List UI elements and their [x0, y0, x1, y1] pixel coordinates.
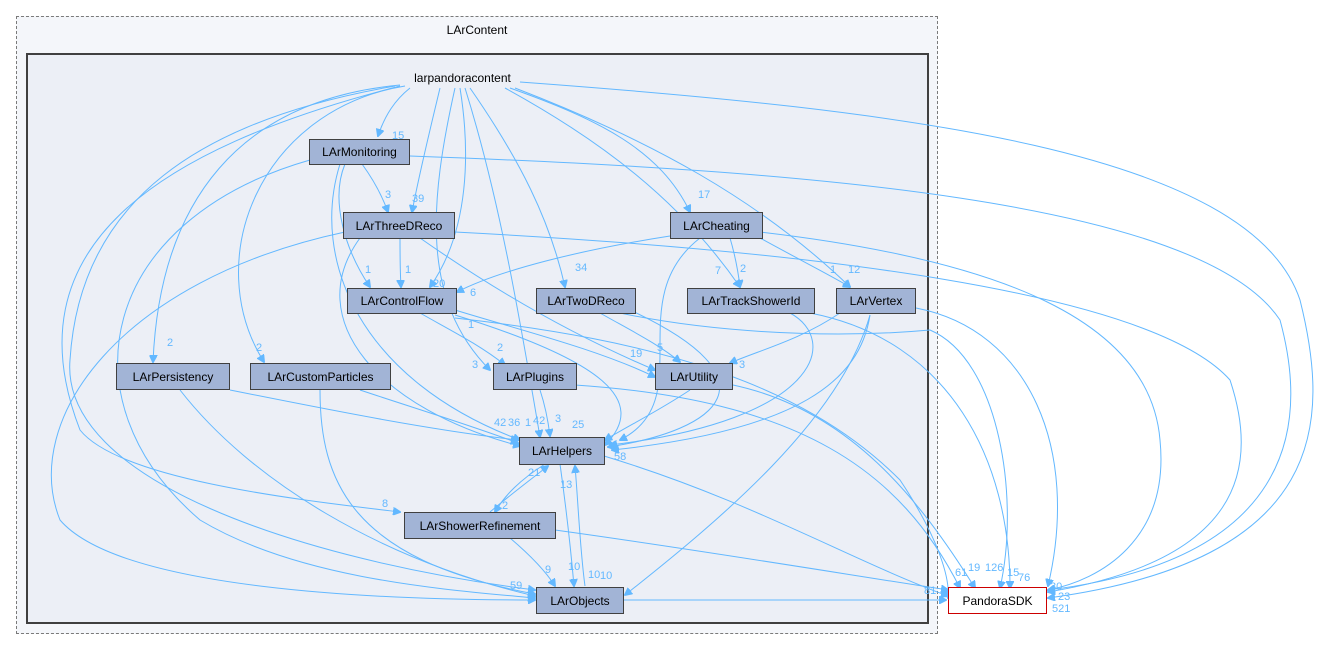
- edge-label: 521: [1052, 603, 1070, 615]
- node-larshowerrefinement[interactable]: LArShowerRefinement: [404, 512, 556, 539]
- edge-label: 76: [1018, 572, 1030, 584]
- edge-label: 61: [955, 567, 967, 579]
- node-larutility[interactable]: LArUtility: [655, 363, 733, 390]
- node-larcheating[interactable]: LArCheating: [670, 212, 763, 239]
- node-larpersistency[interactable]: LArPersistency: [116, 363, 230, 390]
- node-larvertex[interactable]: LArVertex: [836, 288, 916, 314]
- node-larthreedreco[interactable]: LArThreeDReco: [343, 212, 455, 239]
- edge-label: 126: [985, 562, 1003, 574]
- edge-label: 30: [1050, 581, 1062, 593]
- node-lartrackshowerid[interactable]: LArTrackShowerId: [687, 288, 815, 314]
- cluster-label: LArContent: [446, 23, 508, 37]
- edge-label: 23: [1058, 591, 1070, 603]
- edge-label: 15: [1007, 567, 1019, 579]
- node-larmonitoring[interactable]: LArMonitoring: [309, 139, 410, 165]
- edge-label: 19: [968, 562, 980, 574]
- node-larobjects[interactable]: LArObjects: [536, 587, 624, 614]
- node-larcustomparticles[interactable]: LArCustomParticles: [250, 363, 391, 390]
- node-larplugins[interactable]: LArPlugins: [493, 363, 577, 390]
- node-lartwodreco[interactable]: LArTwoDReco: [536, 288, 636, 314]
- node-pandorasdk[interactable]: PandoraSDK: [948, 587, 1047, 614]
- node-larhelpers[interactable]: LArHelpers: [519, 437, 605, 465]
- node-larcontrolflow[interactable]: LArControlFlow: [347, 288, 457, 314]
- node-larpandoracontent[interactable]: larpandoracontent: [414, 71, 511, 85]
